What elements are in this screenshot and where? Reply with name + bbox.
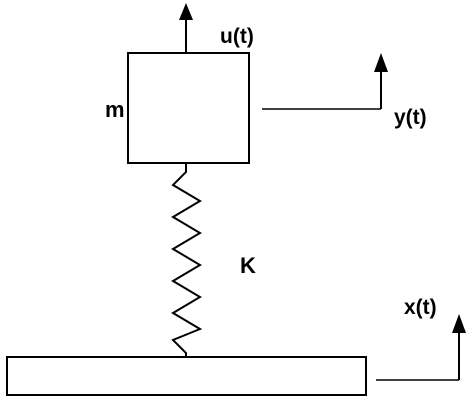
base-plate (6, 356, 367, 396)
spring (171, 163, 203, 357)
base-displacement-arrow (376, 314, 466, 381)
mass-displacement-label: y(t) (394, 106, 427, 129)
base-displacement-label: x(t) (404, 296, 437, 319)
force-label: u(t) (220, 25, 254, 48)
stiffness-label: K (240, 253, 256, 278)
force-arrow (179, 3, 193, 52)
mass-label: m (105, 97, 125, 122)
mass-block (127, 52, 250, 164)
mass-displacement-arrow (262, 53, 388, 110)
